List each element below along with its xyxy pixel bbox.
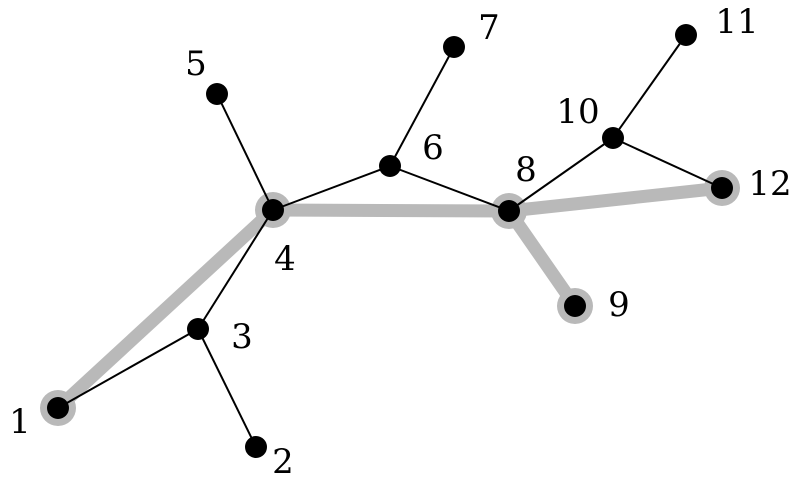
edge-3-4 — [197, 209, 274, 330]
node-5 — [206, 83, 228, 105]
edge-10-12 — [612, 137, 723, 189]
node-label-6: 6 — [422, 128, 444, 168]
node-6 — [379, 155, 401, 177]
highlight-edge-1-4 — [51, 203, 280, 415]
node-label-5: 5 — [185, 44, 207, 84]
edge-3-2 — [197, 328, 257, 448]
node-1 — [47, 397, 69, 419]
edge-8-10 — [508, 137, 614, 212]
nodes — [47, 24, 733, 458]
edge-4-5 — [216, 93, 274, 211]
node-label-7: 7 — [478, 8, 500, 48]
highlight-edge-8-9 — [502, 204, 582, 313]
node-2 — [245, 436, 267, 458]
node-9 — [564, 295, 586, 317]
edge-6-7 — [389, 46, 455, 167]
node-3 — [187, 318, 209, 340]
node-label-9: 9 — [608, 285, 630, 325]
edge-10-11 — [612, 34, 687, 139]
highlight-edge-4-8 — [266, 203, 516, 218]
node-label-11: 11 — [715, 2, 758, 42]
edges — [57, 34, 723, 448]
node-label-8: 8 — [515, 150, 537, 190]
node-4 — [262, 199, 284, 221]
node-8 — [498, 200, 520, 222]
highlight-edges — [51, 181, 729, 415]
node-label-2: 2 — [272, 442, 294, 482]
edge-1-3 — [57, 328, 199, 409]
node-label-3: 3 — [231, 317, 253, 357]
node-11 — [675, 24, 697, 46]
edge-6-8 — [389, 165, 510, 212]
node-10 — [602, 127, 624, 149]
node-7 — [443, 36, 465, 58]
node-label-10: 10 — [556, 92, 599, 132]
node-label-4: 4 — [274, 239, 296, 279]
node-12 — [711, 177, 733, 199]
edge-4-6 — [272, 165, 391, 211]
node-label-12: 12 — [748, 164, 791, 204]
highlight-edge-8-12 — [502, 181, 729, 218]
node-label-1: 1 — [9, 402, 31, 442]
